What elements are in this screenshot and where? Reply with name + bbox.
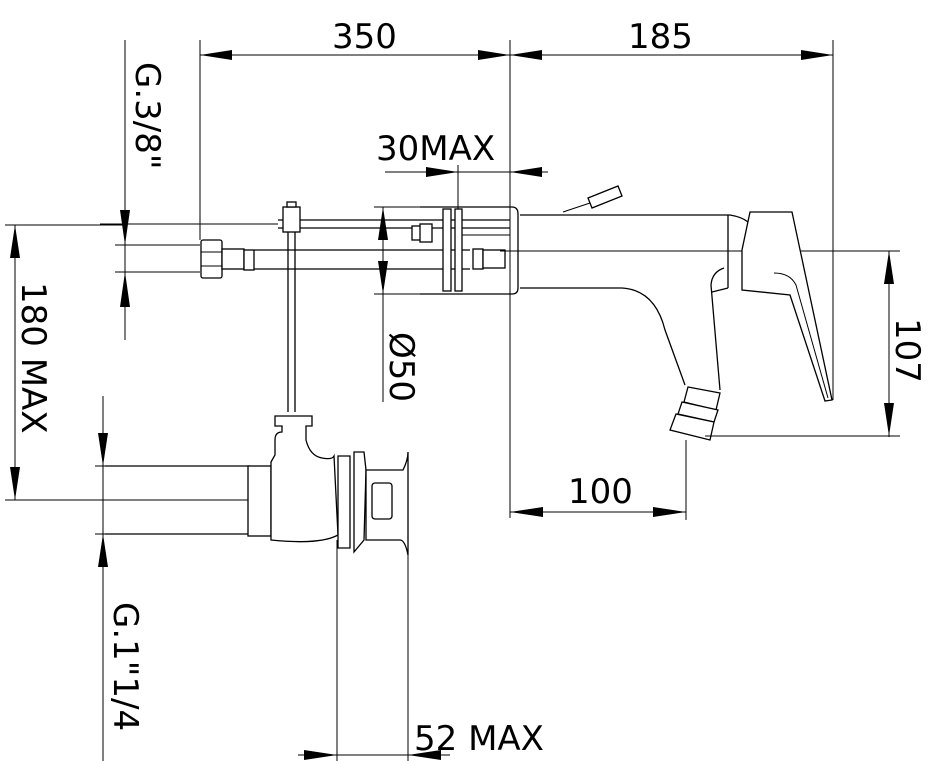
dim-d50-label: Ø50 (381, 332, 421, 402)
dimension-350-185 (199, 40, 834, 518)
dimension-52max (298, 540, 450, 761)
lever-handle (741, 211, 833, 402)
dim-350-label: 350 (332, 17, 397, 57)
dim-180max-label: 180 MAX (13, 282, 53, 434)
dimension-g38 (100, 40, 278, 340)
dim-107-label: 107 (887, 318, 927, 383)
dimension-180max (5, 224, 248, 501)
dimension-30max (385, 165, 548, 210)
dim-30max-label: 30MAX (376, 129, 495, 169)
dim-100-label: 100 (568, 472, 633, 512)
aerator (669, 386, 721, 441)
dim-52max-label: 52 MAX (414, 719, 544, 759)
dim-g38-label: G.3/8" (127, 62, 167, 170)
dimension-g114 (95, 396, 110, 761)
dimension-100 (510, 440, 687, 520)
dimension-107 (705, 251, 900, 437)
spout (500, 185, 900, 391)
dim-g114-label: G.1"1/4 (105, 602, 145, 731)
dim-185-label: 185 (628, 17, 693, 57)
waste-valve (105, 415, 409, 556)
inlet-assembly (200, 201, 519, 412)
